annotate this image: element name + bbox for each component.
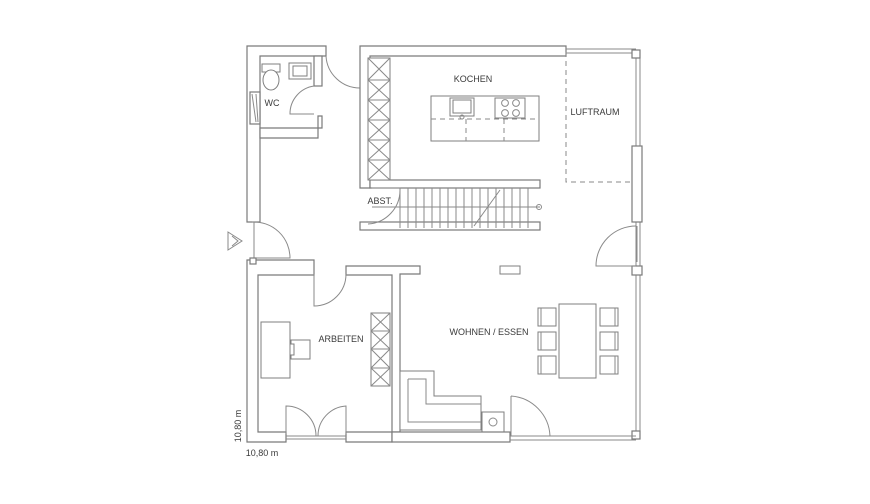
entrance-icon [227,231,243,251]
desk [260,321,311,379]
sofa [399,370,482,431]
fireplace-icon [481,411,505,433]
study-window-doors [285,405,347,440]
sink-icon [449,97,475,120]
south-facade [391,431,636,443]
dimension-width: 10,80 m [246,448,279,458]
room-label-storage: ABST. [367,196,392,206]
kitchen-cabinets [367,57,391,181]
toilet-icon [261,63,281,91]
room-label-study: ARBEITEN [318,334,363,344]
terrace-door-icon [595,225,637,267]
wc-door-icon [289,85,315,115]
dimension-depth: 10,80 m [233,410,243,443]
room-label-kitchen: KOCHEN [454,74,493,84]
east-facade [566,48,643,440]
study-shelf [370,312,391,387]
washbasin-icon [288,62,312,80]
room-label-living: WOHNEN / ESSEN [449,327,528,337]
storage-door-icon [367,189,401,225]
study-door-icon [313,273,347,307]
living-door-icon [510,395,551,437]
dining-table [537,303,619,379]
void-outline [565,52,636,183]
column [499,265,521,275]
front-door-icon [251,221,291,259]
kitchen-walls [359,45,567,231]
room-label-wc: WC [265,98,280,108]
wc-walls [246,45,327,223]
cooktop-icon [494,97,526,119]
hall-door-icon [325,55,361,89]
wc-window-icon [251,93,259,123]
room-label-void: LUFTRAUM [571,107,620,117]
study-walls [246,257,421,443]
staircase [372,187,542,228]
